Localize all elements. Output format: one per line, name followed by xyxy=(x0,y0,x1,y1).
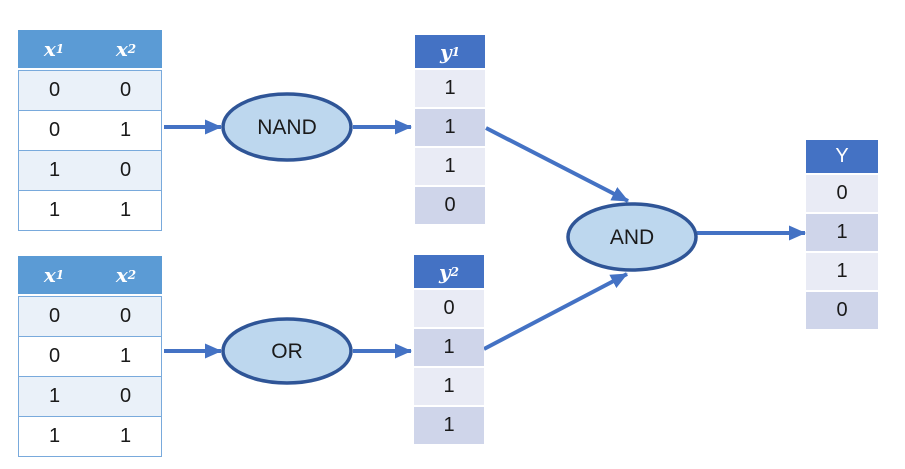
truth-cell: 0 xyxy=(119,385,132,407)
table-row: 1 1 xyxy=(19,190,161,230)
output-cell: 1 xyxy=(806,214,878,251)
table-row: 1 1 xyxy=(19,416,161,456)
table-row: 0 1 xyxy=(19,336,161,376)
truth-cell: 1 xyxy=(48,159,61,181)
arrow-y1-to-and xyxy=(485,126,629,203)
y2-cell: 1 xyxy=(414,407,484,444)
truth-cell: 0 xyxy=(48,345,61,367)
or-gate-label: OR xyxy=(271,340,303,363)
truth-cell: 0 xyxy=(119,305,132,327)
truth-cell: 0 xyxy=(119,79,132,101)
nand-gate-shape xyxy=(221,92,353,162)
table-row: 0 0 xyxy=(19,297,161,336)
truth-cell: 1 xyxy=(48,385,61,407)
input-table-top-body: 0 0 0 1 1 0 1 1 xyxy=(18,70,162,231)
truth-cell: 1 xyxy=(119,199,132,221)
truth-cell: 0 xyxy=(48,305,61,327)
output-cell: 1 xyxy=(806,253,878,290)
truth-cell: 1 xyxy=(48,425,61,447)
y1-cell: 1 xyxy=(415,148,485,185)
and-gate-label: AND xyxy=(610,226,654,249)
arrow-y2-to-and xyxy=(483,272,628,351)
table-row: 1 0 xyxy=(19,376,161,416)
y2-cell: 0 xyxy=(414,290,484,327)
truth-cell: 1 xyxy=(119,119,132,141)
output-table: Y 0 1 1 0 xyxy=(806,140,878,329)
table-row: 0 0 xyxy=(19,71,161,110)
table-row: 0 1 xyxy=(19,110,161,150)
y1-cell: 1 xyxy=(415,109,485,146)
truth-cell: 1 xyxy=(119,345,132,367)
table-row: 1 0 xyxy=(19,150,161,190)
truth-cell: 0 xyxy=(119,159,132,181)
y2-cell: 1 xyxy=(414,329,484,366)
truth-cell: 1 xyxy=(119,425,132,447)
or-gate-shape xyxy=(221,317,353,385)
input-table-bottom-body: 0 0 0 1 1 0 1 1 xyxy=(18,296,162,457)
y1-cell: 0 xyxy=(415,187,485,224)
y2-cell: 1 xyxy=(414,368,484,405)
y1-cell: 1 xyxy=(415,70,485,107)
truth-cell: 0 xyxy=(48,79,61,101)
output-cell: 0 xyxy=(806,175,878,212)
truth-cell: 1 xyxy=(48,199,61,221)
and-gate-shape xyxy=(566,202,698,272)
output-header: Y xyxy=(806,140,878,173)
truth-cell: 0 xyxy=(48,119,61,141)
nand-gate-label: NAND xyxy=(257,116,317,139)
output-cell: 0 xyxy=(806,292,878,329)
